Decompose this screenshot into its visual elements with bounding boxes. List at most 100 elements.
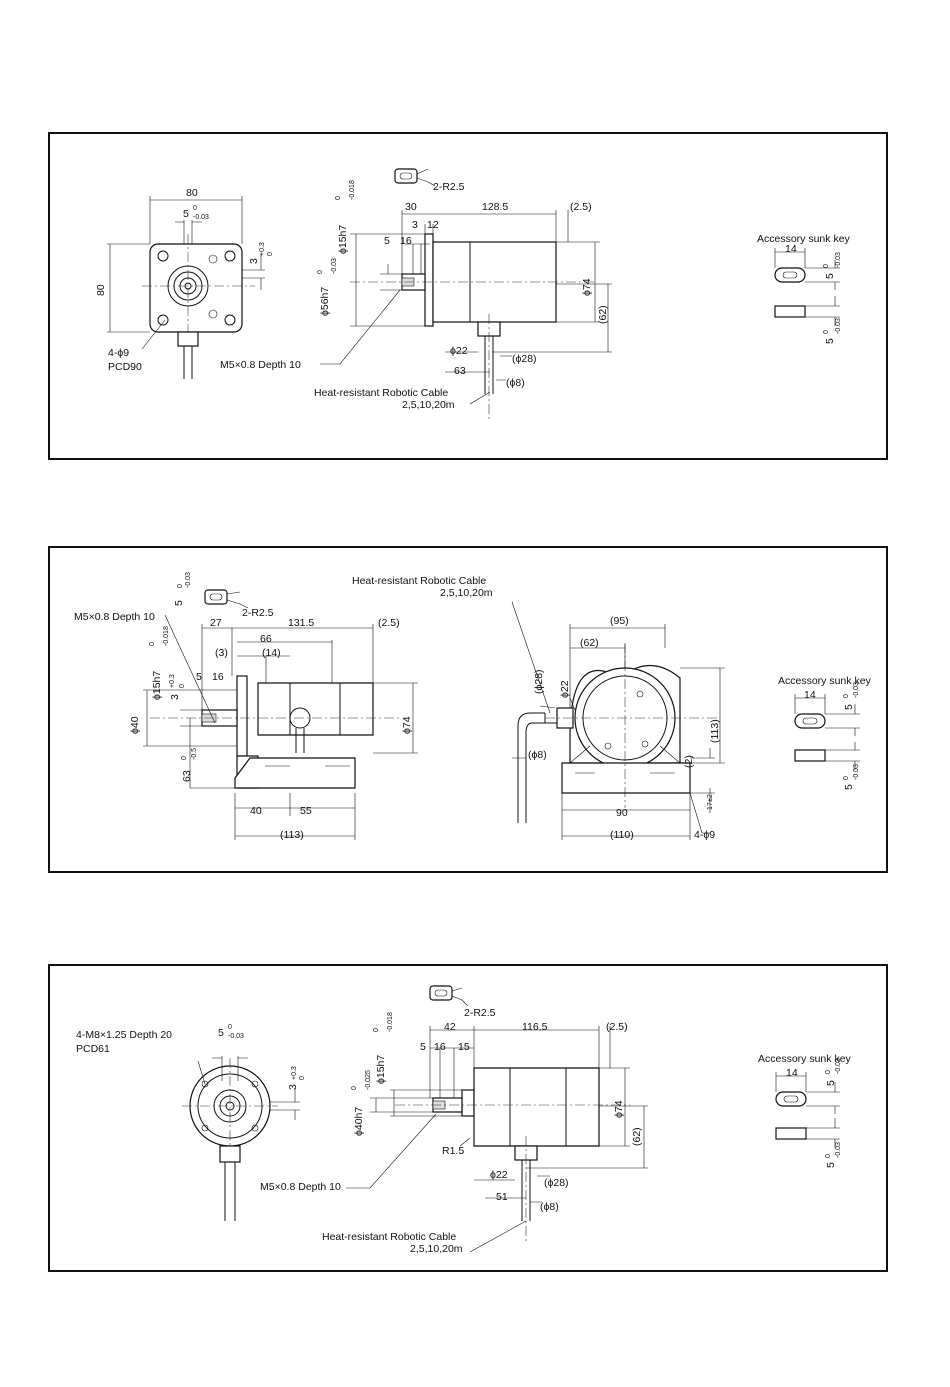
svg-text:3: 3 [169, 694, 181, 700]
svg-text:30: 30 [405, 201, 417, 213]
svg-text:0: 0 [267, 252, 274, 256]
svg-text:(ϕ28): (ϕ28) [544, 1177, 569, 1189]
svg-text:16: 16 [434, 1041, 446, 1053]
svg-text:+0.3: +0.3 [169, 674, 176, 688]
svg-text:(2.5): (2.5) [570, 201, 592, 213]
tap-label: M5×0.8 Depth 10 [220, 359, 301, 371]
radius-note: 2-R2.5 [464, 1007, 496, 1019]
accessory-sunk-key [794, 694, 860, 770]
drawing-panel-servo-mount: 4-M8×1.25 Depth 20 PCD61 5 0 -0.03 3 +0.… [48, 964, 888, 1272]
svg-text:14: 14 [804, 689, 816, 701]
svg-text:0: 0 [177, 584, 184, 588]
svg-text:-0.03: -0.03 [853, 764, 860, 780]
tap-label: 4-M8×1.25 Depth 20 [76, 1029, 172, 1041]
svg-text:0: 0 [373, 1028, 380, 1032]
svg-text:(113): (113) [280, 829, 304, 841]
svg-text:5: 5 [824, 273, 836, 279]
svg-text:-0.018: -0.018 [163, 626, 170, 646]
svg-text:(ϕ8): (ϕ8) [506, 377, 525, 389]
svg-text:0: 0 [843, 694, 850, 698]
svg-text:14: 14 [785, 243, 797, 255]
svg-text:17: 17 [707, 802, 714, 810]
drawing-panel-foot-mount: 5 0 -0.03 2-R2.5 M5×0.8 Depth 10 27 131.… [48, 546, 888, 873]
svg-text:63: 63 [454, 365, 466, 377]
svg-text:+0.3: +0.3 [259, 242, 266, 256]
cable-name: Heat-resistant Robotic Cable [352, 575, 486, 587]
svg-text:131.5: 131.5 [288, 617, 314, 629]
svg-text:0: 0 [823, 264, 830, 268]
svg-text:0: 0 [335, 196, 342, 200]
shaft-diameter: ϕ15h7 [151, 671, 163, 700]
dim-height: 80 [95, 284, 107, 296]
svg-text:42: 42 [444, 1021, 456, 1033]
svg-text:-0.03: -0.03 [835, 1058, 842, 1074]
svg-text:(ϕ28): (ϕ28) [533, 669, 545, 694]
svg-text:16: 16 [212, 671, 224, 683]
svg-text:0: 0 [825, 1070, 832, 1074]
svg-text:R1.5: R1.5 [442, 1145, 464, 1157]
body-diameter: ϕ74 [613, 1100, 625, 1118]
svg-text:-0.018: -0.018 [387, 1012, 394, 1032]
svg-text:ϕ22: ϕ22 [490, 1169, 508, 1181]
svg-text:3: 3 [287, 1084, 299, 1090]
svg-text:0: 0 [228, 1024, 232, 1031]
svg-text:0: 0 [823, 330, 830, 334]
svg-text:5: 5 [825, 1080, 837, 1086]
svg-text:0: 0 [299, 1076, 306, 1080]
accessory-sunk-key [775, 1072, 840, 1148]
key-title: Accessory sunk key [778, 675, 872, 687]
svg-text:ϕ22: ϕ22 [450, 345, 468, 357]
svg-text:-0.03: -0.03 [193, 214, 209, 221]
svg-text:15: 15 [458, 1041, 470, 1053]
radius-note: 2-R2.5 [242, 607, 274, 619]
svg-text:5: 5 [218, 1027, 224, 1039]
cable-name: Heat-resistant Robotic Cable [322, 1231, 456, 1243]
svg-text:(ϕ28): (ϕ28) [512, 353, 537, 365]
svg-text:0: 0 [351, 1086, 358, 1090]
side-view [320, 168, 612, 419]
drawing-panel-flange-mount: 80 80 5 0 -0.03 3 +0.3 0 4-ϕ9 PCD90 2-R2… [48, 132, 888, 460]
svg-text:-0.025: -0.025 [365, 1070, 372, 1090]
flange-mount-drawing: 80 80 5 0 -0.03 3 +0.3 0 4-ϕ9 PCD90 2-R2… [95, 168, 851, 419]
svg-text:0: 0 [317, 270, 324, 274]
svg-text:5: 5 [825, 1162, 837, 1168]
svg-text:40: 40 [250, 805, 262, 817]
key-title: Accessory sunk key [758, 1053, 852, 1065]
svg-text:5: 5 [843, 784, 855, 790]
svg-text:66: 66 [260, 633, 272, 645]
front-view [182, 1056, 300, 1221]
svg-text:-0.03: -0.03 [835, 1142, 842, 1158]
dim-width: 80 [186, 187, 198, 199]
svg-text:0: 0 [825, 1154, 832, 1158]
svg-text:51: 51 [496, 1191, 508, 1203]
svg-text:5: 5 [196, 671, 202, 683]
svg-text:128.5: 128.5 [482, 201, 508, 213]
svg-text:(62): (62) [597, 305, 609, 324]
svg-text:0: 0 [181, 756, 188, 760]
svg-text:-0.03: -0.03 [835, 252, 842, 268]
svg-text:(ϕ8): (ϕ8) [528, 749, 547, 761]
cable-name: Heat-resistant Robotic Cable [314, 387, 448, 399]
cable-length: 2,5,10,20m [440, 587, 493, 599]
svg-text:0: 0 [179, 684, 186, 688]
svg-text:(2): (2) [683, 755, 695, 768]
svg-text:5: 5 [384, 235, 390, 247]
svg-text:3: 3 [412, 219, 418, 231]
radius-note: 2-R2.5 [433, 181, 465, 193]
svg-text:(113): (113) [709, 719, 721, 743]
front-view [511, 601, 725, 840]
tap-label: M5×0.8 Depth 10 [74, 611, 155, 623]
svg-text:(14): (14) [262, 647, 281, 659]
key-top: 5 [183, 208, 189, 220]
svg-text:-0.03: -0.03 [853, 682, 860, 698]
svg-text:ϕ22: ϕ22 [559, 680, 571, 698]
svg-text:(2.5): (2.5) [378, 617, 400, 629]
shaft-diameter: ϕ15h7 [337, 225, 349, 254]
svg-text:(2.5): (2.5) [606, 1021, 628, 1033]
svg-text:5: 5 [420, 1041, 426, 1053]
svg-text:27: 27 [210, 617, 222, 629]
svg-text:0: 0 [843, 776, 850, 780]
svg-text:(62): (62) [580, 637, 599, 649]
svg-text:(3): (3) [215, 647, 228, 659]
foot-mount-drawing: 5 0 -0.03 2-R2.5 M5×0.8 Depth 10 27 131.… [74, 572, 872, 841]
